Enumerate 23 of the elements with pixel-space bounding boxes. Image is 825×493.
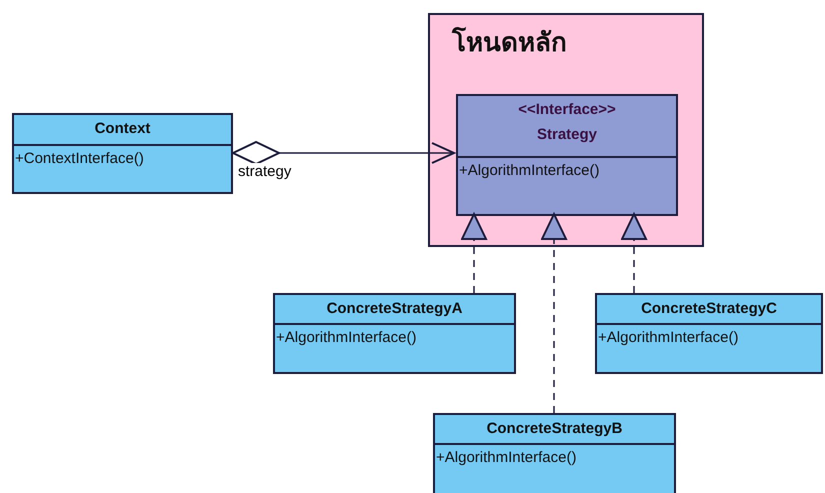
operation-text: +AlgorithmInterface() [275, 328, 418, 346]
class-name: ConcreteStrategyB [486, 419, 624, 437]
realization-arrow [541, 213, 567, 413]
stereotype-text: <<Interface>> [517, 100, 617, 118]
class-name: Strategy [536, 125, 598, 143]
class-box [12, 113, 233, 194]
class-name: Context [94, 119, 152, 137]
package-frame [428, 13, 704, 247]
edge-label: strategy [237, 163, 292, 180]
operation-text: +AlgorithmInterface() [458, 161, 600, 179]
realization-arrow [621, 213, 647, 293]
class-name: ConcreteStrategyC [640, 299, 778, 317]
class-box [595, 293, 823, 374]
operation-text: +AlgorithmInterface() [597, 328, 740, 346]
aggregation-arrow [232, 141, 455, 165]
class-name: ConcreteStrategyA [326, 299, 464, 317]
class-box [273, 293, 516, 374]
class-box [456, 94, 678, 216]
class-box [433, 413, 676, 493]
realization-arrow [461, 213, 487, 293]
package-title: โหนดหลัก [452, 26, 567, 60]
operation-text: +AlgorithmInterface() [435, 448, 578, 466]
operation-text: +ContextInterface() [14, 149, 145, 167]
